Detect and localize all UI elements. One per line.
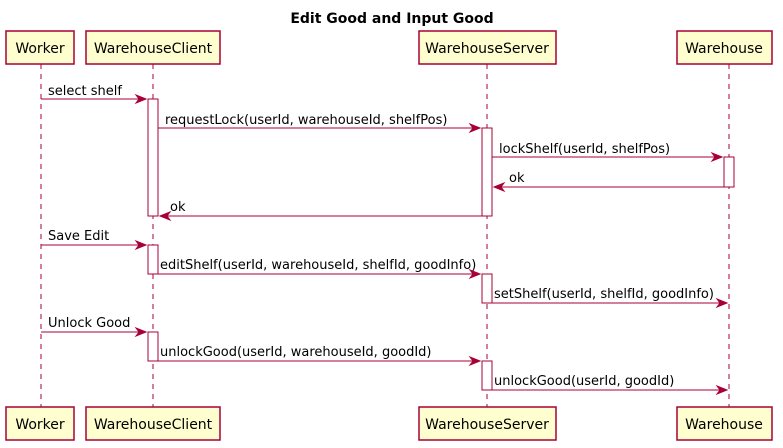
message-label: lockShelf(userId, shelfPos) — [499, 142, 670, 157]
participant-worker-label-bottom: Worker — [15, 417, 65, 433]
message-label: editShelf(userId, warehouseId, shelfId, … — [160, 258, 476, 273]
activation-server-3 — [481, 360, 493, 391]
arrowhead — [134, 239, 148, 251]
message-label: setShelf(userId, shelfId, goodInfo) — [494, 287, 714, 302]
participant-warehouse-label: Warehouse — [685, 41, 763, 57]
participant-warehouse-bottom — [676, 406, 773, 441]
activation-warehouse-1 — [723, 156, 735, 188]
diagram-title: Edit Good and Input Good — [290, 11, 493, 27]
message-label: Save Edit — [48, 229, 109, 244]
message-label: unlockGood(userId, warehouseId, goodId) — [160, 345, 432, 360]
activation-server-1 — [481, 127, 493, 217]
activation-client-2 — [147, 244, 159, 275]
arrowhead — [715, 384, 729, 396]
participant-worker-top — [5, 30, 75, 65]
participant-warehouse-client-bottom — [85, 406, 221, 441]
arrowhead — [134, 326, 148, 338]
participant-warehouse-server-bottom — [418, 406, 557, 441]
arrowhead — [715, 297, 729, 309]
message-label: ok — [509, 171, 525, 186]
arrowhead — [468, 355, 482, 367]
arrowhead — [134, 93, 148, 105]
arrowhead — [468, 122, 482, 134]
participant-warehouse-server-top — [418, 30, 557, 65]
message-label: unlockGood(userId, goodId) — [494, 374, 674, 389]
arrowhead — [158, 210, 172, 222]
participant-warehouse-client-top — [85, 30, 221, 65]
activation-server-2 — [481, 273, 493, 304]
message-label: ok — [170, 200, 186, 215]
participant-warehouse-top — [676, 30, 773, 65]
message-label: select shelf — [48, 84, 122, 99]
activation-client-1 — [147, 98, 159, 217]
participant-warehouse-server-label: WarehouseServer — [425, 41, 549, 57]
arrowhead — [710, 151, 724, 163]
participant-warehouse-server-label-bottom: WarehouseServer — [425, 417, 549, 433]
activation-client-3 — [147, 331, 159, 362]
participant-worker-bottom — [5, 406, 75, 441]
message-label: Unlock Good — [48, 316, 130, 331]
message-label: requestLock(userId, warehouseId, shelfPo… — [165, 113, 447, 128]
participant-warehouse-client-label: WarehouseClient — [94, 41, 213, 57]
participant-warehouse-client-label-bottom: WarehouseClient — [94, 417, 213, 433]
arrowhead — [468, 268, 482, 280]
participant-warehouse-label-bottom: Warehouse — [685, 417, 763, 433]
arrowhead — [492, 181, 506, 193]
participant-worker-label: Worker — [15, 41, 65, 57]
